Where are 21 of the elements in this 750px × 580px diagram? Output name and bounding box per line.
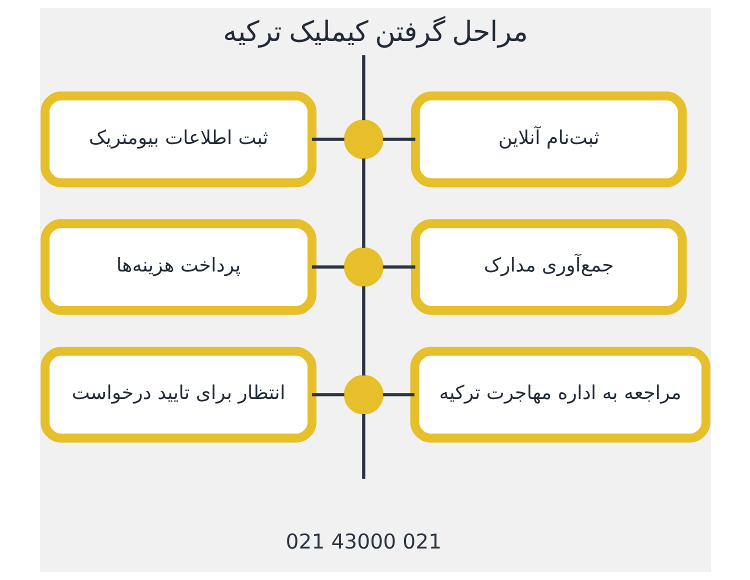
label: 021 43000 021 — [285, 530, 442, 554]
connector — [362, 414, 365, 479]
node-box: ثبت‌نام آنلاین — [410, 91, 686, 188]
connector — [362, 158, 365, 248]
node-box: جمع‌آوری مدارک — [410, 219, 686, 315]
node-box: مراجعه به اداره مهاجرت ترکیه — [410, 346, 710, 443]
connector — [382, 138, 415, 141]
node-circle — [343, 120, 383, 160]
connector — [382, 393, 414, 396]
node-box: پرداخت هزینه‌ها — [40, 219, 316, 315]
connector — [311, 393, 344, 396]
connector — [311, 265, 344, 269]
node-circle — [343, 374, 383, 414]
node-box: ثبت اطلاعات بیومتریک — [40, 91, 316, 188]
node-circle — [343, 247, 383, 287]
connector — [362, 286, 365, 376]
connector — [382, 265, 415, 269]
node-box: انتظار برای تایید درخواست — [40, 346, 316, 443]
connector — [362, 55, 365, 120]
diagram-title: مراحل گرفتن کیملیک ترکیه — [222, 16, 528, 48]
connector — [311, 138, 344, 141]
